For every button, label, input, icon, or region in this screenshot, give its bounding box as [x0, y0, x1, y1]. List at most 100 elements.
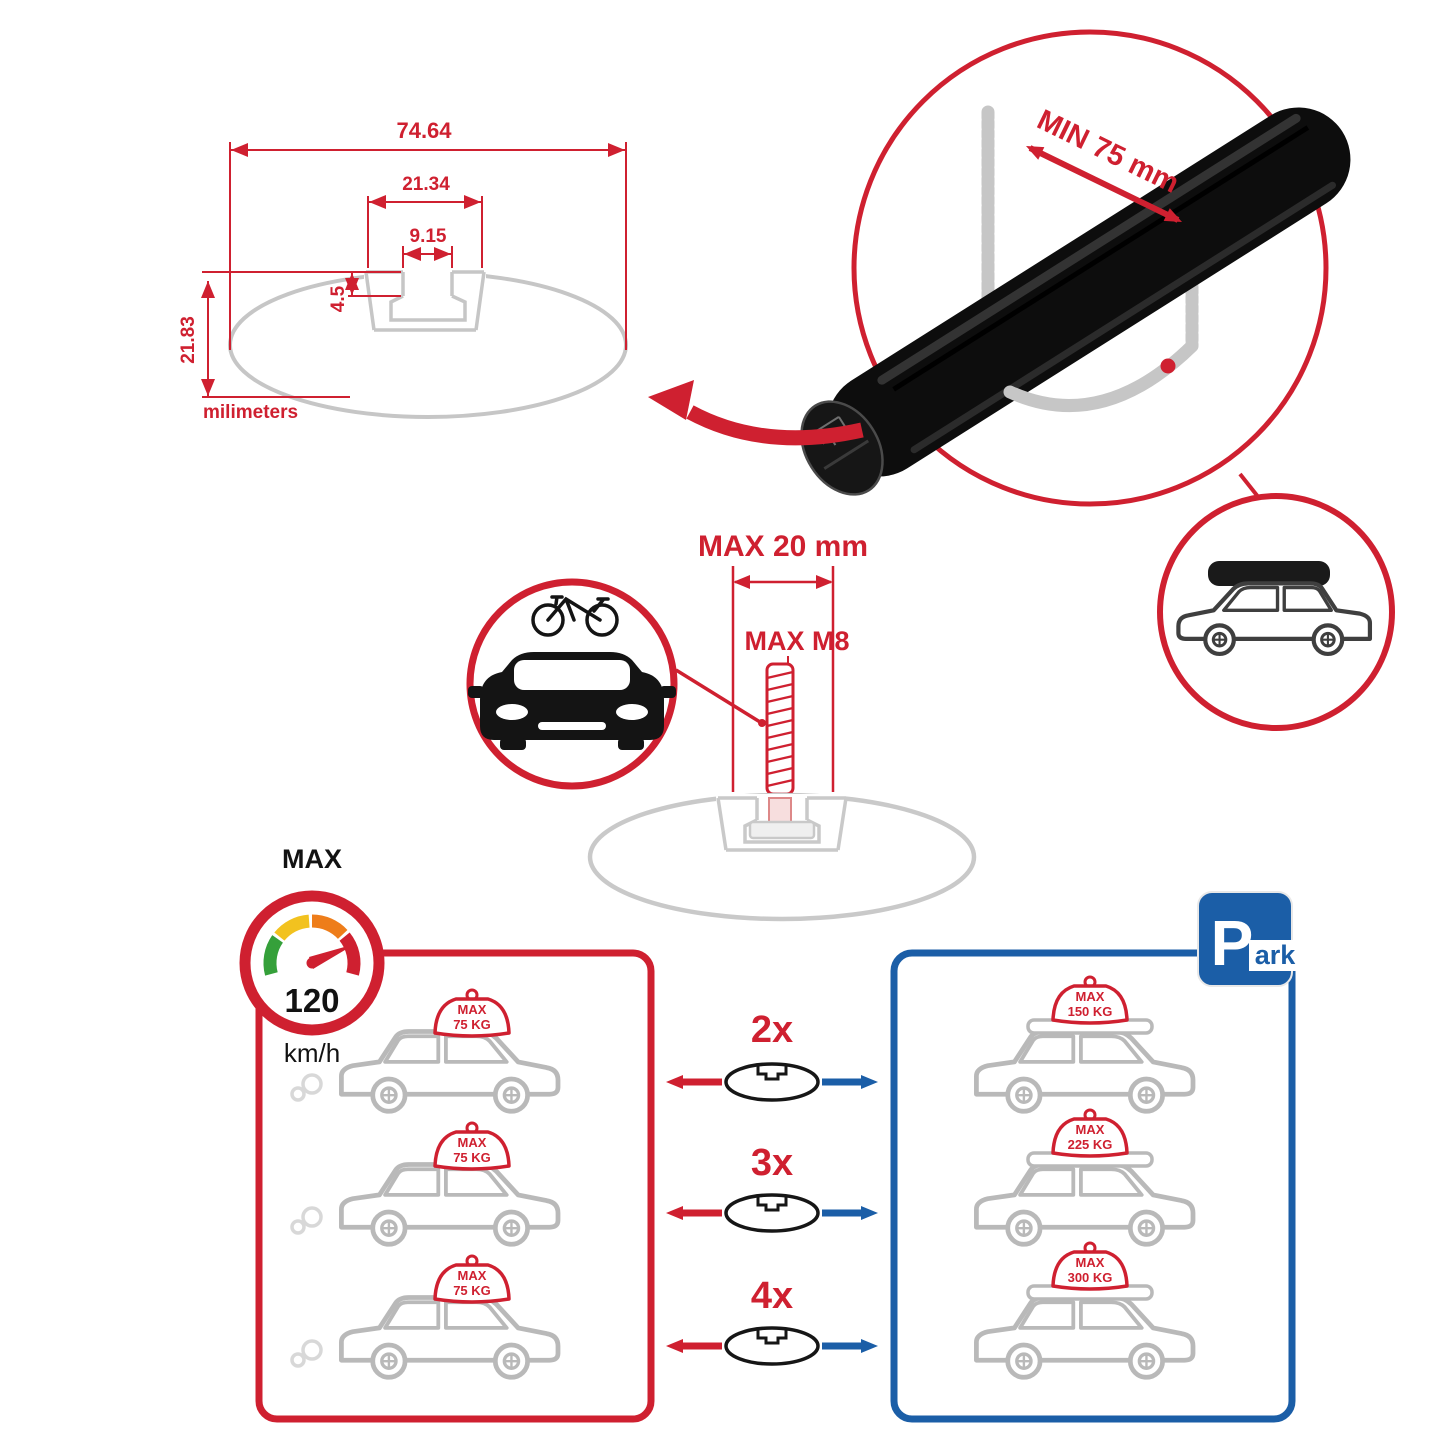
- crossbar-zoom-detail: MIN 75 mm: [648, 29, 1351, 507]
- speed-value: 120: [284, 982, 339, 1019]
- fix-point-dot: [1160, 358, 1176, 374]
- dim-arrowhead: [608, 143, 625, 157]
- parked-capacity-panel: MAX 150 KG MAX 225 KG MAX 300 KG: [890, 949, 1296, 1423]
- multiplier-label: 3x: [751, 1142, 793, 1184]
- gauge-arc-yellow: [274, 914, 310, 941]
- dim-arrowhead: [404, 247, 421, 261]
- speed-unit: km/h: [284, 1038, 340, 1068]
- park-sign-chip: [1249, 940, 1301, 971]
- right-arrowhead: [861, 1206, 878, 1220]
- dim-slot-width-label: 9.15: [410, 226, 447, 247]
- dim-arrowhead: [464, 195, 481, 209]
- dim-arrowhead: [231, 143, 248, 157]
- park-sign-suffix: ark: [1255, 940, 1297, 970]
- profile-icon-slot: [756, 1329, 788, 1345]
- dim-slot-depth-label: 4.5: [328, 285, 349, 312]
- bolt-max-width-label: MAX 20 mm: [698, 530, 868, 563]
- profile-icon-slot: [756, 1065, 788, 1081]
- gauge-arc-segments: [263, 914, 361, 976]
- load-label: MAX: [1076, 989, 1105, 1004]
- gauge-needle-pivot: [306, 957, 318, 969]
- load-weight: 75 KG: [453, 1017, 491, 1032]
- exhaust-puffs: [290, 1073, 323, 1102]
- load-weight: 75 KG: [453, 1283, 491, 1298]
- speed-max-label: MAX: [282, 844, 342, 874]
- load-label: MAX: [1076, 1255, 1105, 1270]
- crossbar-bottom-edge: [910, 181, 1336, 454]
- dim-total-width-label: 74.64: [396, 118, 452, 143]
- left-arrowhead: [666, 1075, 683, 1089]
- bolt-spec-diagram: MAX 20 mm MAX M8: [587, 530, 977, 922]
- multiplier-column: 2x 3x 4x: [666, 1009, 878, 1366]
- gauge-arc-green: [263, 935, 284, 976]
- profile-icon-ellipse: [724, 1193, 820, 1233]
- dim-total-height-label: 21.83: [178, 316, 199, 364]
- load-label: MAX: [1076, 1122, 1105, 1137]
- pointer-arrow-head: [648, 380, 694, 420]
- dim-arrowhead: [201, 379, 215, 396]
- car-bike-detail: [466, 578, 766, 790]
- roof-cargo-box: [1208, 561, 1330, 586]
- left-arrowhead: [666, 1339, 683, 1353]
- moving-capacity-panel: MAX 75 KG MAX 75 KG MAX 75 KG: [255, 949, 655, 1423]
- crossbar-3d-render: [800, 107, 1351, 496]
- load-weight: 75 KG: [453, 1150, 491, 1165]
- profile-icon-ellipse: [724, 1326, 820, 1366]
- load-label: MAX: [458, 1002, 487, 1017]
- bolt-leader-line: [675, 668, 761, 724]
- units-label: milimeters: [203, 402, 298, 423]
- bike-icon: [531, 595, 619, 637]
- zoom-circle: [851, 29, 1329, 507]
- bolt-thread-label: MAX M8: [744, 626, 849, 656]
- dim-slot-width-lines: [402, 246, 453, 268]
- multiplier-label: 2x: [751, 1009, 793, 1051]
- crossbar-end-cap: [800, 400, 884, 496]
- load-weight: 225 KG: [1068, 1137, 1113, 1152]
- channel-mask: [364, 268, 486, 336]
- suv-roofbox-detail: [1157, 493, 1395, 731]
- car-front-icon: [468, 652, 676, 750]
- bolt-dimension-lines: [731, 566, 835, 792]
- exhaust-puffs: [290, 1206, 323, 1235]
- load-label: MAX: [458, 1268, 487, 1283]
- dim-arrowhead: [434, 247, 451, 261]
- crossbar-body: [827, 107, 1351, 477]
- bolt-in-slot: [768, 797, 792, 825]
- bar-count-icon: [666, 1326, 878, 1366]
- load-weight: 300 KG: [1068, 1270, 1113, 1285]
- park-sign-letter: P: [1211, 907, 1254, 979]
- bar-count-icon: [666, 1193, 878, 1233]
- leader-dot: [758, 719, 766, 727]
- right-arrowhead: [861, 1339, 878, 1353]
- crossbar-top-highlight: [877, 113, 1301, 385]
- dim-channel-width-label: 21.34: [402, 174, 450, 195]
- load-weight: 150 KG: [1068, 1004, 1113, 1019]
- park-sign: P ark: [1197, 891, 1301, 987]
- exhaust-puffs: [290, 1339, 323, 1368]
- dim-total-width-lines: [229, 142, 627, 350]
- t-slot-channel-lines-2: [716, 796, 848, 852]
- profile-icon-slot: [756, 1196, 788, 1212]
- dim-arrowhead: [201, 281, 215, 298]
- t-bolt-head: [748, 820, 816, 840]
- dim-arrowhead: [816, 575, 833, 589]
- bolt-shank: [765, 662, 795, 796]
- gauge-arc-red: [339, 932, 361, 976]
- dim-arrowhead: [733, 575, 750, 589]
- speed-limit-gauge: MAX 120 km/h: [239, 844, 385, 1068]
- profile-icon-ellipse: [724, 1062, 820, 1102]
- load-label: MAX: [458, 1135, 487, 1150]
- crossbar-groove: [892, 125, 1310, 392]
- min-clearance-arrow-line: [1028, 145, 1180, 223]
- dim-channel-width-lines: [367, 196, 483, 268]
- right-arrowhead: [861, 1075, 878, 1089]
- end-cap-seam: [823, 439, 870, 470]
- dim-total-height-lines: [202, 271, 366, 398]
- pointer-arrow-shaft: [686, 405, 864, 446]
- gauge-arc-orange: [311, 914, 348, 940]
- multiplier-label: 4x: [751, 1275, 793, 1317]
- gauge-needle: [309, 944, 355, 969]
- profile-dimension-diagram: 74.64 21.34 9.15 4.5 21.83 milimeters: [178, 118, 628, 423]
